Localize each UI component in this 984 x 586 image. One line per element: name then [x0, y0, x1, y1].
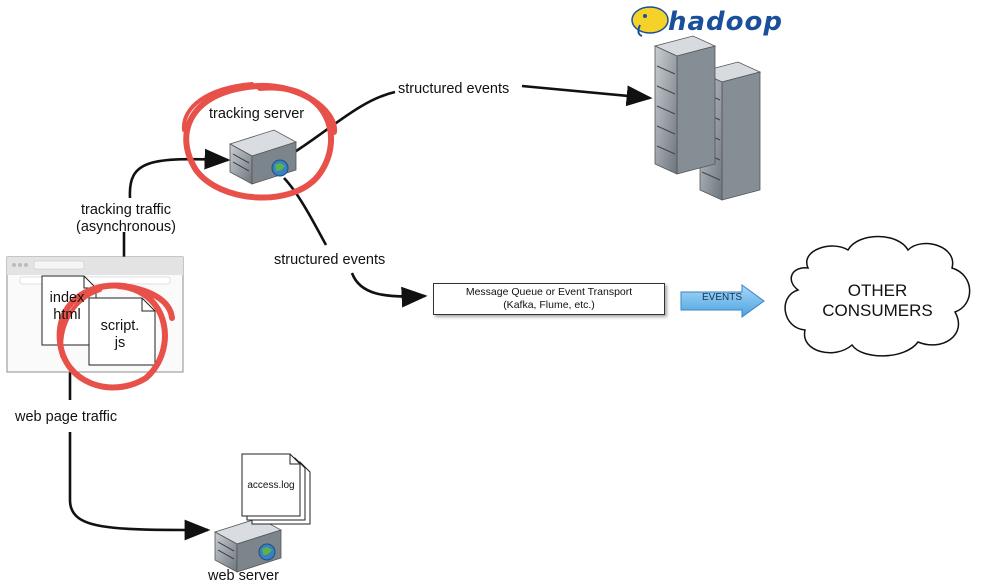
- other-consumers-cloud-icon: [784, 235, 971, 357]
- message-queue-line2: (Kafka, Flume, etc.): [503, 299, 595, 312]
- script-js-document-icon: [88, 297, 156, 366]
- web-server-icon: [213, 517, 283, 573]
- other-consumers-label: OTHER CONSUMERS: [800, 281, 955, 322]
- tracking-traffic-label: tracking traffic (asynchronous): [58, 202, 194, 237]
- index-html-line2: html: [53, 306, 81, 323]
- script-js-highlight-circle: [56, 282, 175, 391]
- tracking-server-icon: [228, 129, 298, 185]
- hadoop-elephant-icon: [631, 6, 669, 37]
- web-page-traffic-arrow: [68, 432, 211, 541]
- hadoop-logo: hadoop: [668, 7, 784, 37]
- events-arrow-label: EVENTS: [701, 292, 742, 303]
- structured-events-top-label: structured events: [398, 81, 510, 97]
- hadoop-events-arrow: [289, 86, 650, 157]
- script-js-line1: script.: [100, 318, 140, 334]
- index-html-label: index html: [42, 290, 92, 323]
- access-log-document-stack-icon: [241, 453, 311, 525]
- tracking-server-label: tracking server: [209, 106, 305, 122]
- hadoop-server-cluster-icon: [653, 35, 762, 201]
- tracking-traffic-line2: (asynchronous): [76, 219, 176, 236]
- message-queue-line1: Message Queue or Event Transport: [465, 286, 633, 298]
- script-js-line2: js: [114, 334, 126, 351]
- events-arrow-icon: [680, 284, 765, 318]
- access-log-label: access.log: [247, 480, 295, 491]
- web-server-label: web server: [208, 568, 279, 584]
- structured-events-mid-label: structured events: [274, 252, 386, 268]
- message-queue-box: Message Queue or Event Transport (Kafka,…: [433, 283, 665, 315]
- script-js-label: script. js: [89, 318, 151, 351]
- queue-events-arrow-upper: [283, 177, 328, 246]
- other-consumers-line1: OTHER: [847, 281, 908, 300]
- tracking-server-highlight-circle: [181, 82, 337, 201]
- index-html-line1: index: [49, 290, 85, 306]
- tracking-traffic-line1: tracking traffic: [81, 202, 171, 218]
- other-consumers-line2: CONSUMERS: [822, 301, 933, 321]
- queue-events-arrow: [350, 272, 428, 308]
- web-page-traffic-label: web page traffic: [15, 409, 118, 425]
